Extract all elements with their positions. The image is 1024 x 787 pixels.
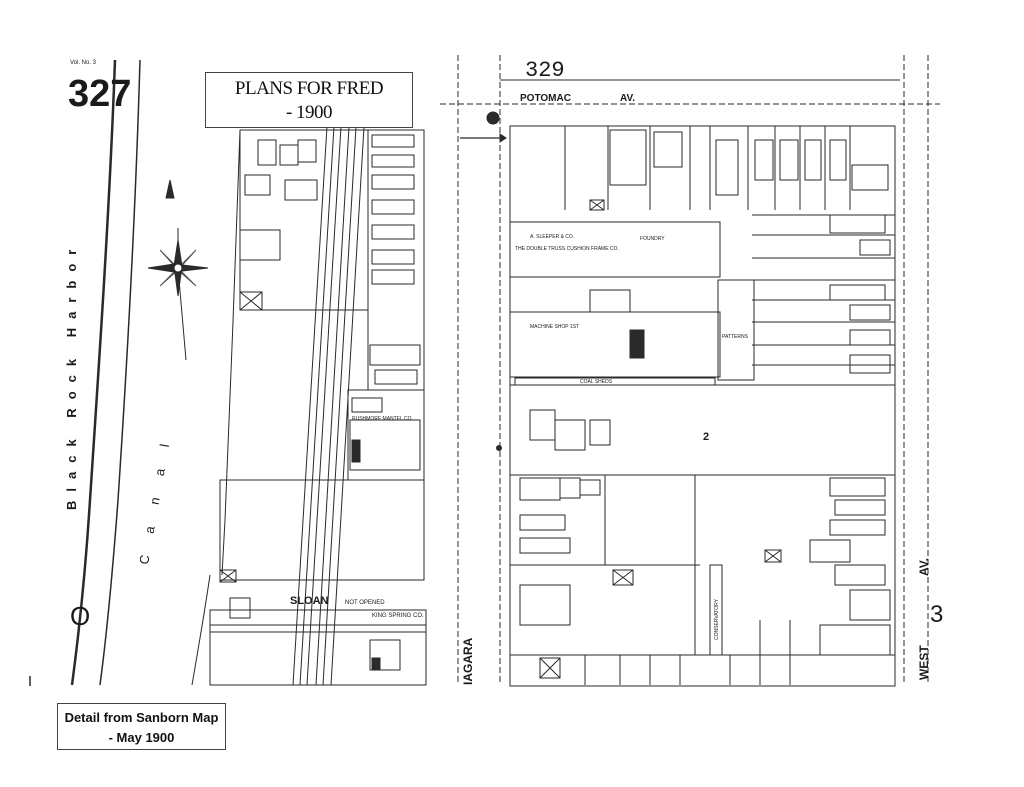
caption-line-1: Detail from Sanborn Map	[64, 710, 219, 725]
plans-year: - 1900	[285, 102, 333, 123]
edge-letter: O	[70, 601, 90, 631]
conservatory-label: CONSERVATORY	[714, 598, 720, 640]
edge-number: 3	[930, 601, 943, 628]
niagara-street-label: IAGARA	[461, 637, 475, 685]
caption-line-2: - May 1900	[108, 730, 175, 745]
plans-callout: PLANS FOR FRED - 1900	[205, 72, 413, 128]
west-av-label: WEST	[917, 645, 931, 680]
plans-title: PLANS FOR FRED	[234, 78, 384, 99]
canal-label: Canal	[136, 421, 176, 565]
king-spring-label: KING SPRING CO.	[372, 613, 424, 619]
left-panel	[70, 59, 427, 686]
potomac-av-label: AV.	[620, 93, 635, 104]
potomac-street-label: POTOMAC	[520, 93, 571, 104]
coal-sheds-label: COAL SHEDS	[580, 379, 613, 385]
vol-note: Vol. No. 3	[70, 60, 97, 66]
right-panel	[440, 55, 940, 687]
adjacent-sheet-number: 329	[525, 58, 565, 83]
not-opened-label: NOT OPENED	[345, 600, 385, 606]
west-av-suffix-label: AV.	[917, 558, 931, 576]
harbor-label: Black Rock Harbor	[64, 241, 79, 510]
rushmore-label: RUSHMORE MANTEL CO.	[352, 416, 413, 422]
bicycle-co-label: THE DOUBLE TRUSS CUSHION FRAME CO.	[515, 246, 619, 252]
patterns-label: PATTERNS	[722, 334, 749, 340]
sleeper-label: A. SLEEPER & CO.	[530, 234, 574, 240]
map-caption: Detail from Sanborn Map - May 1900	[57, 703, 226, 750]
machine-shop-label: MACHINE SHOP 1ST	[530, 324, 579, 330]
sloan-street-label: SLOAN	[290, 595, 329, 607]
block-number: 2	[703, 431, 709, 443]
sheet-number: 327	[68, 73, 131, 115]
compass-rose-icon	[147, 179, 209, 361]
foundry-label: FOUNDRY	[640, 236, 665, 242]
